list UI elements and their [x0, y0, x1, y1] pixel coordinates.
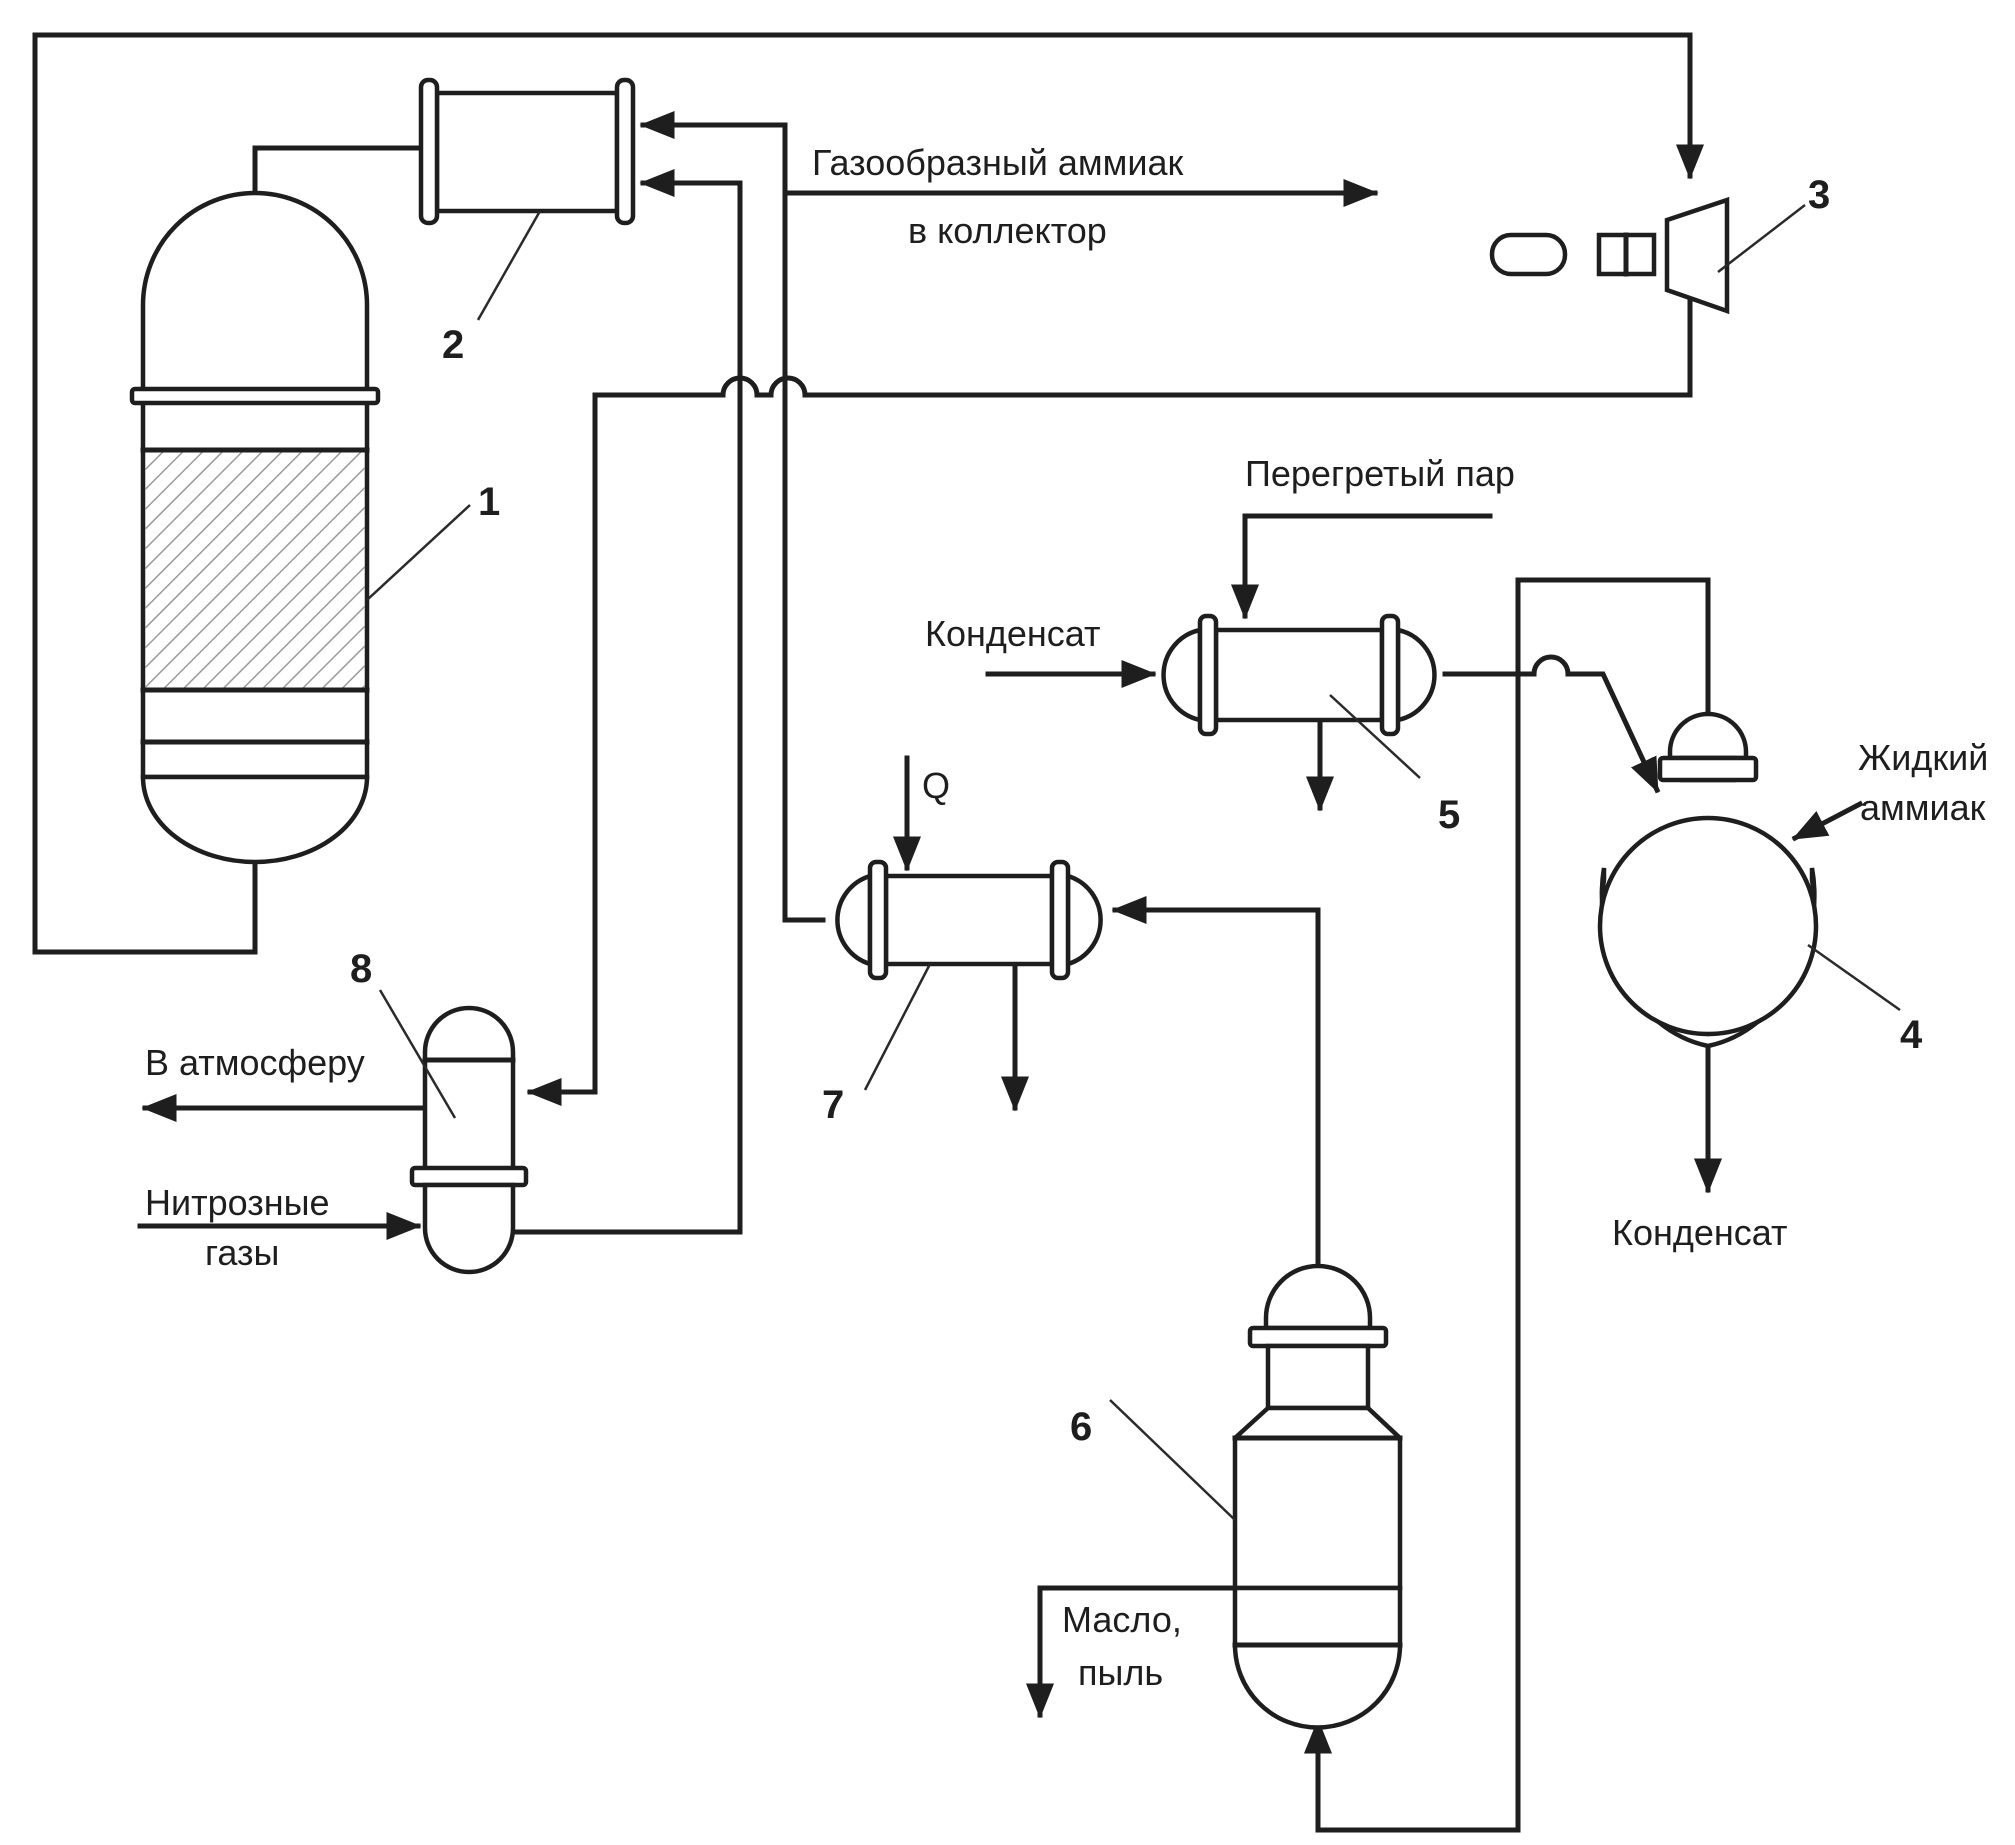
pipe-column-8-to-heater-2 [512, 169, 743, 1235]
number-8: 8 [350, 947, 372, 991]
number-4: 4 [1900, 1013, 1923, 1057]
heater-2 [418, 77, 636, 226]
evaporator-4 [1597, 711, 1819, 1049]
label-liquid-ammonia-2: аммиак [1860, 787, 1986, 828]
number-2: 2 [442, 323, 464, 367]
pipe-liquid-ammonia-in [1791, 800, 1864, 842]
column-8 [409, 1005, 529, 1275]
pipe-exchanger-7-to-heater-2 [639, 111, 826, 923]
number-7: 7 [822, 1083, 844, 1127]
pipe-evaporator-4-to-separator-6 [1304, 577, 1711, 1833]
number-1: 1 [478, 480, 500, 524]
label-heat-q: Q [922, 765, 950, 806]
leader-5 [1329, 694, 1421, 779]
pipe-superheated-steam [1231, 513, 1493, 620]
label-to-collector: в коллектор [908, 210, 1107, 251]
number-6: 6 [1070, 1405, 1092, 1449]
pipe-superheater-5-to-evaporator-4 [1442, 654, 1661, 794]
leader-6 [1109, 1399, 1236, 1521]
label-liquid-ammonia-1: Жидкий [1858, 737, 1988, 778]
label-condensate-out: Конденсат [1612, 1212, 1788, 1253]
label-condensate-in: Конденсат [925, 613, 1101, 654]
label-superheated-steam: Перегретый пар [1245, 453, 1515, 494]
label-gas-ammonia: Газообразный аммиак [812, 142, 1184, 183]
label-to-atmosphere: В атмосферу [145, 1042, 365, 1083]
leader-3 [1717, 204, 1806, 273]
exchanger-7 [835, 859, 1103, 981]
superheater-5 [1161, 613, 1437, 737]
separator-6 [1232, 1263, 1403, 1730]
leader-2 [476, 210, 542, 321]
leader-8 [378, 989, 457, 1119]
label-nitrous-gases-2: газы [205, 1232, 279, 1273]
label-nitrous-gases-1: Нитрозные [145, 1182, 330, 1223]
label-oil-dust-1: Масло, [1062, 1599, 1182, 1640]
label-oil-dust-2: пыль [1078, 1652, 1163, 1693]
pipe-separator-6-to-exchanger-7 [1111, 896, 1321, 1301]
number-3: 3 [1808, 173, 1830, 217]
pipe-compressor-to-column-8 [526, 223, 1693, 1106]
leader-1 [366, 504, 471, 601]
pipe-reactor-to-compressor [32, 32, 1704, 955]
compressor-3 [1489, 196, 1730, 315]
leader-7 [863, 963, 932, 1091]
number-5: 5 [1438, 793, 1460, 837]
pipe-oil-dust-drain [1026, 1585, 1241, 1719]
leader-4 [1807, 943, 1901, 1012]
reactor-1 [129, 190, 381, 865]
